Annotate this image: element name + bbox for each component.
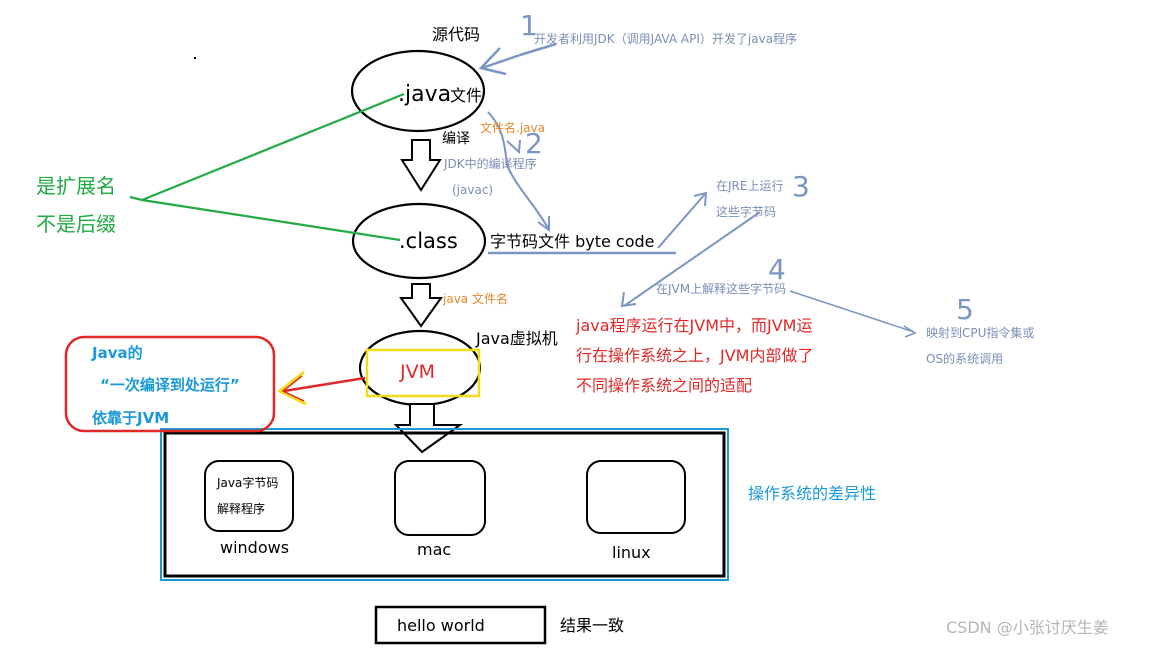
linux-box (586, 460, 686, 534)
hello-world-label: hello world (397, 616, 485, 635)
blue-arrow-note-extend (519, 42, 557, 57)
stray-dot (194, 57, 196, 59)
os-windows-label: windows (220, 538, 290, 557)
blue-arrow-down-jvm (623, 211, 761, 307)
jvm-yellow-box (365, 348, 481, 398)
blue-arrow-compile-head2 (506, 139, 521, 155)
step-number-5: 5 (956, 293, 974, 326)
red-box-line-2: “一次编译到处运行” (100, 376, 240, 394)
developer-note: 开发者利用JDK（调用JAVA API）开发了java程序 (534, 32, 798, 46)
jvm-box-label: JVM (400, 361, 435, 383)
blue-arrow-cpu (789, 290, 915, 333)
red-box-line-3: 依靠于JVM (92, 409, 170, 427)
compile-down-arrow (400, 139, 442, 192)
os-linux-label: linux (612, 543, 651, 562)
run-jre-label-2: 这些字节码 (716, 205, 777, 219)
compiler-label-1: JDK中的编译程序 (444, 157, 537, 171)
os-outer-blue-frame (160, 428, 729, 581)
source-code-label: 源代码 (432, 25, 481, 44)
step-number-1: 1 (520, 9, 538, 42)
green-line-to-class (141, 198, 401, 242)
class-to-jvm-arrow (399, 283, 443, 328)
red-arrow-line (283, 376, 366, 393)
windows-inner-label-1: Java字节码 (217, 476, 279, 490)
compiler-label-2: (javac) (452, 183, 494, 197)
blue-arrow-compile (487, 111, 549, 229)
red-box-line-1: Java的 (92, 344, 143, 362)
red-note-box (64, 335, 276, 433)
hello-world-box (374, 605, 547, 645)
red-desc-line-2: 行在操作系统之上，JVM内部做了 (576, 346, 814, 365)
red-desc-line-3: 不同操作系统之间的适配 (576, 376, 753, 395)
blue-arrow-cpu-head (903, 325, 917, 338)
blue-arrow-jre (657, 193, 706, 249)
blue-arrow-jre-head (693, 191, 708, 207)
compile-label: 编译 (442, 131, 470, 147)
cpu-map-label-2: OS的系统调用 (926, 352, 1004, 366)
red-desc-line-1: java程序运行在JVM中，而JVM运 (576, 316, 813, 335)
result-same-label: 结果一致 (560, 616, 625, 635)
step-number-4: 4 (768, 253, 786, 286)
step-number-3: 3 (792, 170, 810, 203)
os-mac-label: mac (417, 540, 452, 559)
class-ext-label: .class (399, 229, 458, 253)
windows-box (204, 460, 294, 532)
blue-arrow-compile-head (537, 216, 550, 232)
step-number-2: 2 (525, 127, 543, 160)
run-jre-label-1: 在JRE上运行 (716, 179, 784, 193)
extension-note-1: 是扩展名 (36, 174, 116, 198)
java-file-word: 文件 (450, 86, 483, 105)
windows-inner-label-2: 解释程序 (217, 502, 266, 516)
blue-arrow-down-jvm-head (620, 291, 637, 308)
java-filename-label: java 文件名 (443, 292, 508, 306)
os-inner-black-frame (163, 431, 726, 578)
csdn-watermark: CSDN @小张讨厌生姜 (946, 618, 1109, 637)
green-line-stub (129, 195, 143, 202)
blue-arrow-note-line (481, 53, 521, 70)
jvm-interpret-label: 在JVM上解释这些字节码 (656, 282, 787, 296)
bytecode-label: 字节码文件 byte code (490, 232, 655, 251)
java-file-ellipse (350, 49, 486, 133)
mac-box (394, 460, 486, 536)
cpu-map-label-1: 映射到CPU指令集或 (926, 326, 1035, 340)
filename-java-label: 文件名.java (480, 121, 545, 135)
java-ext-label: .java (398, 82, 452, 107)
os-difference-label: 操作系统的差异性 (748, 484, 877, 503)
extension-note-2: 不是后缀 (36, 212, 116, 236)
green-line-to-java (141, 92, 405, 202)
class-file-ellipse (351, 202, 487, 280)
blue-arrow-note-head (478, 47, 507, 76)
red-arrow-head-inner (281, 375, 305, 402)
red-arrow-head (277, 370, 307, 406)
jvm-title-label: Java虚拟机 (476, 329, 558, 348)
